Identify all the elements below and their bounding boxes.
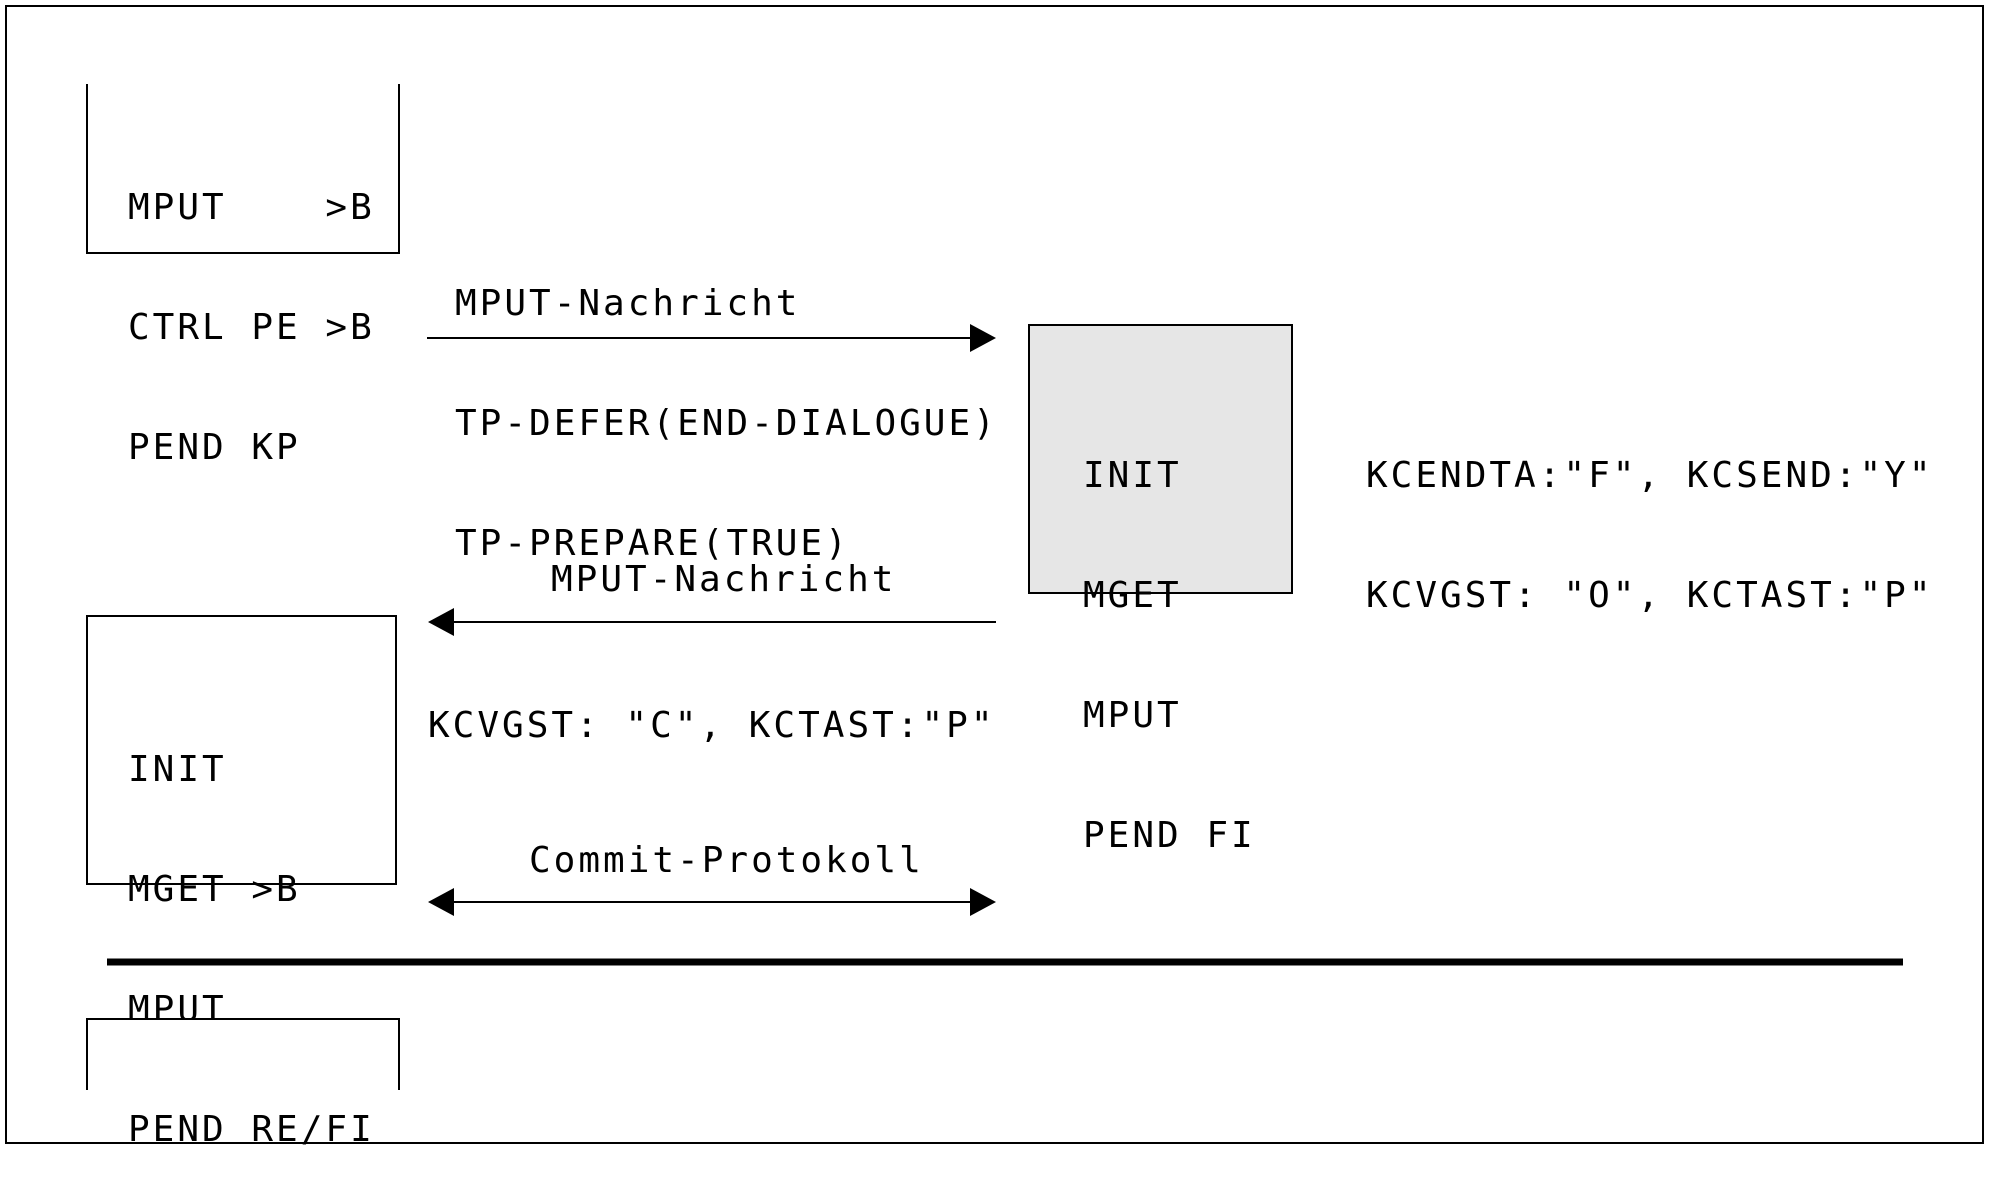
program-line: PEND KP [128, 427, 301, 468]
message-2-label: MPUT-Nachricht [551, 559, 897, 600]
right-program-text: INIT MGET MPUT PEND FI [1083, 376, 1256, 896]
right-program-box [1028, 324, 1293, 594]
right-status-text: KCENDTA:"F", KCSEND:"Y" KCVGST: "O", KCT… [1366, 376, 1934, 656]
top-left-program-box [86, 84, 400, 254]
status-line: KCVGST: "O", KCTAST:"P" [1366, 575, 1934, 616]
commit-protocol-label: Commit-Protokoll [529, 840, 924, 881]
program-line: PEND RE/FI [128, 1109, 375, 1150]
message-line: MPUT-Nachricht [455, 283, 801, 324]
arrowhead-right [970, 324, 996, 352]
program-line: MGET >B [128, 869, 301, 910]
arrow-to-right-box [427, 324, 996, 352]
arrow-to-left-box [428, 608, 996, 636]
message-line: TP-PREPARE(TRUE) [455, 523, 850, 564]
program-line: MGET [1083, 575, 1182, 616]
diagram-connectors [107, 324, 1903, 966]
diagram-frame [5, 5, 1984, 1144]
arrowhead-right [970, 888, 996, 916]
top-left-program-text: MPUT >B CTRL PE >B PEND KP [128, 108, 375, 508]
bottom-left-program-box [86, 1018, 400, 1090]
middle-left-program-box [86, 615, 397, 885]
left-status-text: KCVGST: "C", KCTAST:"P" [428, 705, 996, 746]
program-line: INIT [128, 749, 227, 790]
status-line: KCENDTA:"F", KCSEND:"Y" [1366, 455, 1934, 496]
program-line: MPUT [1083, 695, 1182, 736]
message-1-label: MPUT-Nachricht TP-DEFER(END-DIALOGUE) TP… [455, 204, 998, 604]
message-line: TP-DEFER(END-DIALOGUE) [455, 403, 998, 444]
program-line: INIT [1083, 455, 1182, 496]
arrowhead-left [428, 608, 454, 636]
commit-double-arrow [428, 888, 996, 916]
program-line: MPUT >B [128, 187, 375, 228]
program-line: CTRL PE >B [128, 307, 375, 348]
arrowhead-left [428, 888, 454, 916]
program-line: PEND FI [1083, 815, 1256, 856]
